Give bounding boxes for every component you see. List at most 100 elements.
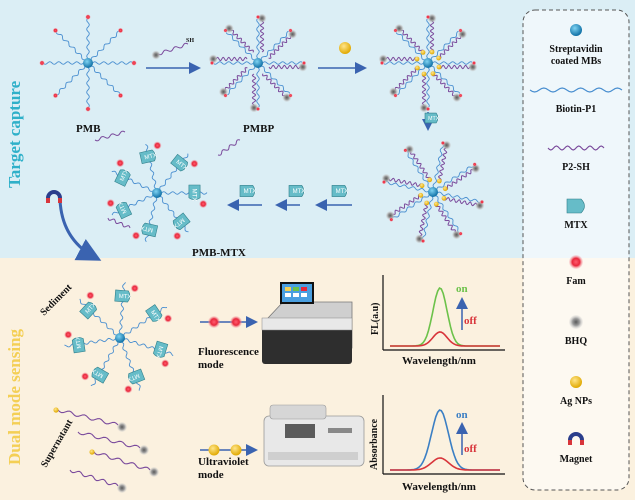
p2-sh-strand [401, 29, 424, 53]
fam-dot [117, 92, 124, 99]
biotin-p1-arm [432, 191, 480, 204]
p2-sh-strand [388, 177, 423, 187]
mtx-text: MTX [118, 294, 131, 301]
mtx-block: MTX [171, 212, 191, 231]
bhq-dot [117, 483, 127, 493]
fam-dot [403, 148, 408, 153]
bhq-dot [151, 50, 161, 60]
p2-sh-strand [438, 36, 462, 59]
bhq-dot [471, 163, 481, 173]
fam-dot [230, 316, 242, 328]
mtx-block: MTX [114, 289, 132, 303]
mtx-block: MTX [239, 185, 257, 197]
p2-sh-strand [418, 202, 428, 237]
biotin-p1-arm [386, 180, 434, 193]
biotin-p1-arm [86, 62, 90, 108]
fam-dot [130, 284, 139, 293]
p2-sh-strand [251, 73, 257, 106]
fam-dot [393, 93, 398, 98]
released-p2-strand [94, 130, 126, 142]
biotin-p1-arm [55, 32, 89, 64]
p2-sh-strand [268, 64, 301, 70]
magnet-pole [46, 198, 50, 203]
mtx-block: MTX [170, 153, 188, 172]
mtx-block: MTX [153, 340, 169, 359]
fam-dot [440, 140, 445, 145]
biotin-p1-arm [87, 30, 119, 64]
fam-dot [64, 330, 73, 339]
abs-on-label: on [456, 409, 468, 421]
mtx-shape [331, 185, 348, 197]
biotin-p1-arm [432, 166, 474, 193]
uv-spectrometer-icon [263, 404, 365, 467]
p2-sh-strand [231, 29, 254, 53]
ag-np [418, 192, 424, 198]
bhq-dot [257, 13, 267, 23]
biotin-p1-arm [427, 61, 473, 65]
mtx-shape [91, 366, 110, 384]
fam-dot-icon [569, 255, 583, 269]
magnet-pole [568, 440, 572, 445]
absorbance-spectrum-chart: Absorbance Wavelength/nm on off [369, 395, 505, 493]
ag-np [339, 42, 351, 54]
fam-dot [380, 61, 384, 65]
fam-dot [131, 60, 137, 66]
magnetic-bead [115, 333, 125, 343]
p2-sh-strand [215, 56, 248, 62]
supernatant-p2-strand [93, 451, 151, 471]
legend-label: Biotin-P1 [556, 104, 597, 115]
mtx-block: MTX [126, 368, 146, 385]
fam-dot [472, 162, 477, 167]
bhq-dot [139, 445, 149, 455]
ag-np [53, 407, 59, 413]
ag-np [436, 55, 442, 61]
released-p2-strand [217, 139, 241, 156]
mtx-shape [114, 169, 131, 187]
fam-dot [199, 199, 208, 208]
p2-sh-strand [410, 151, 431, 181]
ag-np [419, 183, 425, 189]
fam-dot [52, 27, 59, 34]
mtx-text: MTX [244, 189, 257, 195]
biotin-p1-arm [421, 191, 434, 239]
p2-sh-wave-icon [547, 145, 605, 151]
biotin-p1-arm [213, 61, 259, 65]
biotin-p1-arm [432, 145, 445, 193]
supernatant-p2-strand [77, 431, 141, 449]
biotin-p1-arm [257, 30, 289, 64]
ag-np [414, 56, 420, 62]
mtx-shape [188, 184, 201, 201]
biotin-p1-arm [57, 62, 89, 96]
dual-mode-title: Dual mode sensing [5, 328, 24, 465]
p2-sh-strand [262, 73, 285, 97]
mtx-text: MTX [140, 224, 154, 233]
biotin-p1-arm [225, 32, 259, 64]
pmb-label: PMB [76, 123, 101, 135]
ag-np [420, 49, 426, 55]
mtx-shape [288, 185, 305, 197]
legend-label-line: coated MBs [551, 56, 601, 67]
biotin-p1-arm [432, 191, 459, 233]
mtx-block: MTX [145, 304, 163, 323]
biotin-p1-arm [256, 18, 260, 64]
p2-sh-strand [443, 197, 478, 207]
p2-sh-strand [259, 20, 265, 53]
mtx-text: MTX [336, 189, 349, 195]
mtx-text: MTX [428, 116, 440, 122]
mtx-block: MTX [331, 185, 349, 197]
ag-np [441, 195, 447, 201]
magnetic-bead [423, 58, 433, 68]
mtx-shape [139, 149, 156, 165]
fam-dot [288, 28, 293, 33]
fam-dot [223, 28, 228, 33]
mtx-block: MTX [71, 335, 86, 354]
biotin-p1-arm [86, 18, 90, 64]
fam-dot [164, 314, 173, 323]
ag-np [230, 444, 242, 456]
fam-dot [116, 159, 125, 168]
magnetic-bead [152, 188, 162, 198]
magnet-separation-arrow [58, 199, 102, 261]
fam-dot [52, 92, 59, 99]
p2-sh-strand [438, 64, 471, 70]
